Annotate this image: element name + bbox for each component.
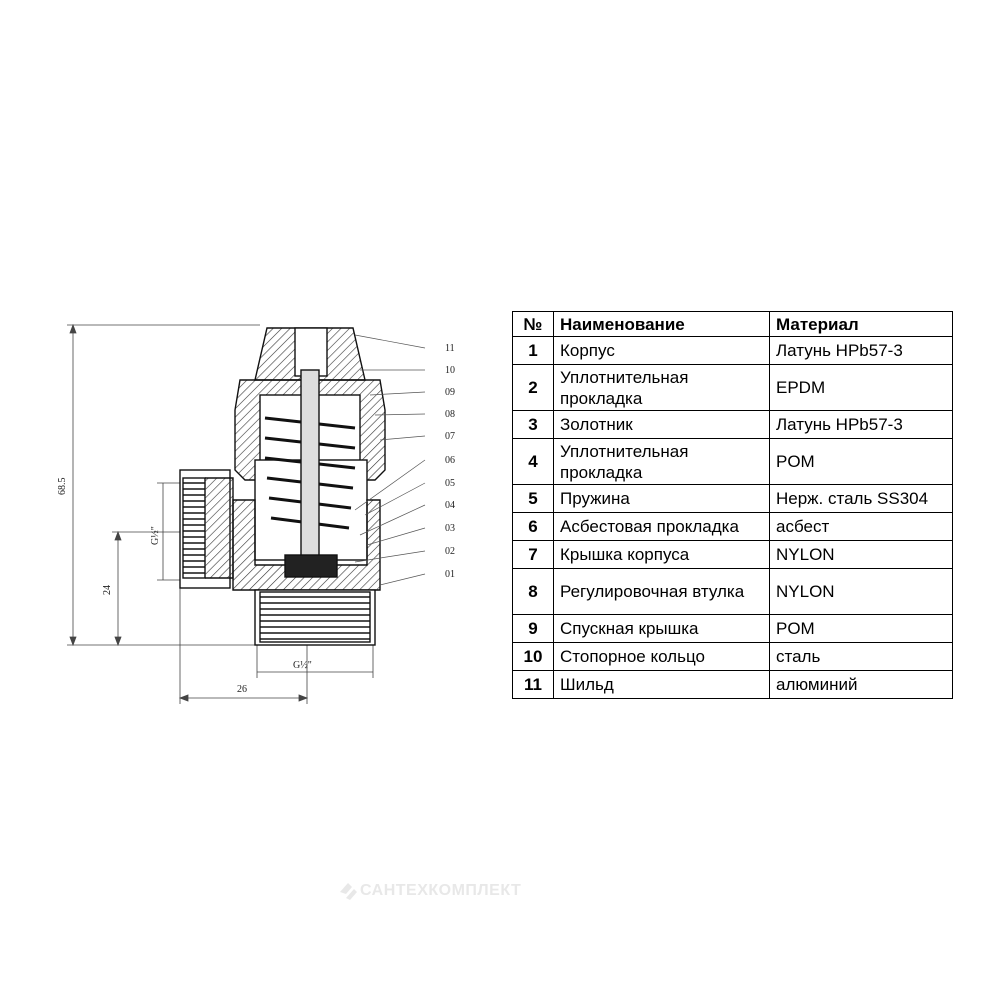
row-num: 9 (512, 614, 554, 643)
bottom-thread-dimension (256, 645, 374, 678)
row-num: 2 (512, 364, 554, 411)
callout-11: 11 (445, 343, 455, 354)
dim-side-thread-label: G½" (150, 526, 161, 545)
parts-table: № Наименование Материал 1 Корпус Латунь … (512, 311, 953, 699)
callout-02: 02 (445, 546, 455, 557)
row-name: Шильд (553, 670, 770, 699)
table-row: 5 Пружина Нерж. сталь SS304 (512, 484, 953, 513)
table-row: 9 Спускная крышка POM (512, 614, 953, 643)
row-num: 1 (512, 336, 554, 365)
table-header-row: № Наименование Материал (512, 311, 953, 337)
table-row: 6 Асбестовая прокладка асбест (512, 512, 953, 541)
row-num: 7 (512, 540, 554, 569)
row-material: асбест (769, 512, 953, 541)
table-row: 2 Уплотнительная прокладка EPDM (512, 364, 953, 411)
row-material: NYLON (769, 540, 953, 569)
row-material: NYLON (769, 568, 953, 615)
callout-04: 04 (445, 500, 455, 511)
row-material: алюминий (769, 670, 953, 699)
row-material: Латунь HPb57-3 (769, 410, 953, 439)
dim-offset-label: 26 (237, 684, 247, 695)
row-num: 3 (512, 410, 554, 439)
callout-09: 09 (445, 387, 455, 398)
table-row: 7 Крышка корпуса NYLON (512, 540, 953, 569)
row-material: сталь (769, 642, 953, 671)
row-name: Пружина (553, 484, 770, 513)
valve-drawing-svg: 68.5 24 G½" 26 (57, 323, 455, 704)
row-name: Золотник (553, 410, 770, 439)
header-material: Материал (769, 311, 953, 337)
watermark-logo-icon (340, 883, 357, 900)
row-name: Уплотнительная прокладка (553, 364, 770, 411)
valve-body (179, 327, 386, 646)
table-row: 11 Шильд алюминий (512, 670, 953, 699)
header-name: Наименование (553, 311, 770, 337)
valve-section-drawing: 68.5 24 G½" 26 (55, 300, 475, 710)
table-row: 4 Уплотнительная прокладка POM (512, 438, 953, 485)
row-num: 4 (512, 438, 554, 485)
row-name: Регулировочная втулка (553, 568, 770, 615)
watermark-text: САНТЕХКОМПЛЕКТ (360, 882, 522, 899)
callout-numbers: 11 10 09 08 07 06 05 04 03 02 01 (445, 343, 455, 580)
callout-01: 01 (445, 569, 455, 580)
callout-07: 07 (445, 431, 455, 442)
dim-bottom-thread-label: G½" (293, 660, 312, 671)
table-row: 3 Золотник Латунь HPb57-3 (512, 410, 953, 439)
row-num: 11 (512, 670, 554, 699)
height-dimension (67, 323, 260, 647)
table-row: 8 Регулировочная втулка NYLON (512, 568, 953, 615)
row-num: 8 (512, 568, 554, 615)
offset-dimension (178, 585, 309, 704)
dim-inlet-height-label: 24 (102, 585, 113, 595)
row-material: EPDM (769, 364, 953, 411)
row-name: Крышка корпуса (553, 540, 770, 569)
row-num: 5 (512, 484, 554, 513)
header-num: № (512, 311, 554, 337)
row-num: 10 (512, 642, 554, 671)
callout-leaders (354, 334, 426, 586)
dim-height-label: 68.5 (57, 478, 68, 496)
row-material: POM (769, 614, 953, 643)
callout-08: 08 (445, 409, 455, 420)
row-name: Уплотнительная прокладка (553, 438, 770, 485)
side-thread-dimension (157, 482, 180, 581)
row-name: Спускная крышка (553, 614, 770, 643)
row-name: Асбестовая прокладка (553, 512, 770, 541)
callout-10: 10 (445, 365, 455, 376)
row-name: Стопорное кольцо (553, 642, 770, 671)
row-name: Корпус (553, 336, 770, 365)
row-material: Латунь HPb57-3 (769, 336, 953, 365)
row-num: 6 (512, 512, 554, 541)
callout-05: 05 (445, 478, 455, 489)
row-material: Нерж. сталь SS304 (769, 484, 953, 513)
callout-06: 06 (445, 455, 455, 466)
row-material: POM (769, 438, 953, 485)
table-row: 10 Стопорное кольцо сталь (512, 642, 953, 671)
table-row: 1 Корпус Латунь HPb57-3 (512, 336, 953, 365)
callout-03: 03 (445, 523, 455, 534)
